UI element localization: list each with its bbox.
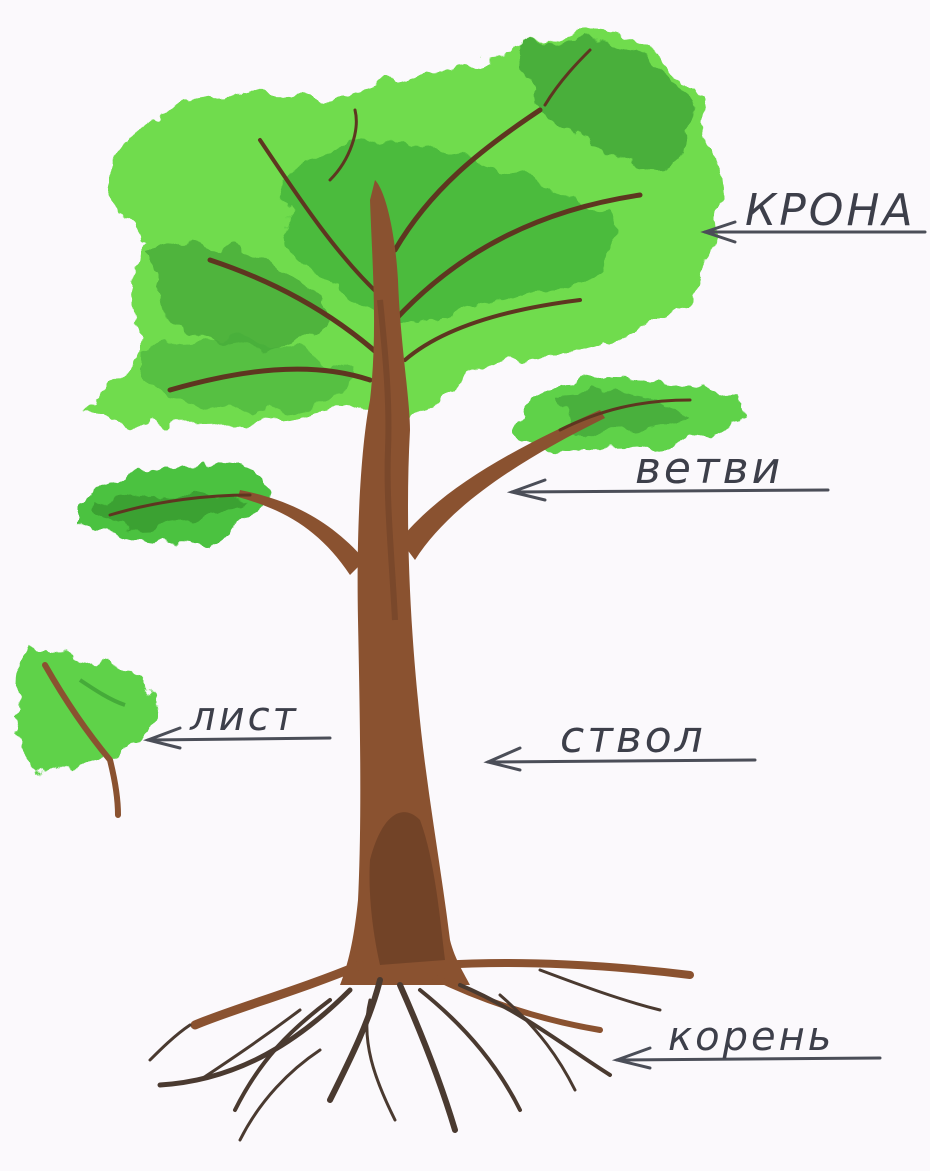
trunk-label: ствол <box>560 712 706 763</box>
branches-label: ветви <box>635 443 783 494</box>
roots <box>150 963 690 1140</box>
root-label: корень <box>668 1014 834 1060</box>
leaf-illustration <box>15 640 154 815</box>
left-branch-foliage <box>75 464 270 545</box>
leaf-label: лист <box>189 694 299 740</box>
crown-label: КРОНА <box>745 185 916 236</box>
